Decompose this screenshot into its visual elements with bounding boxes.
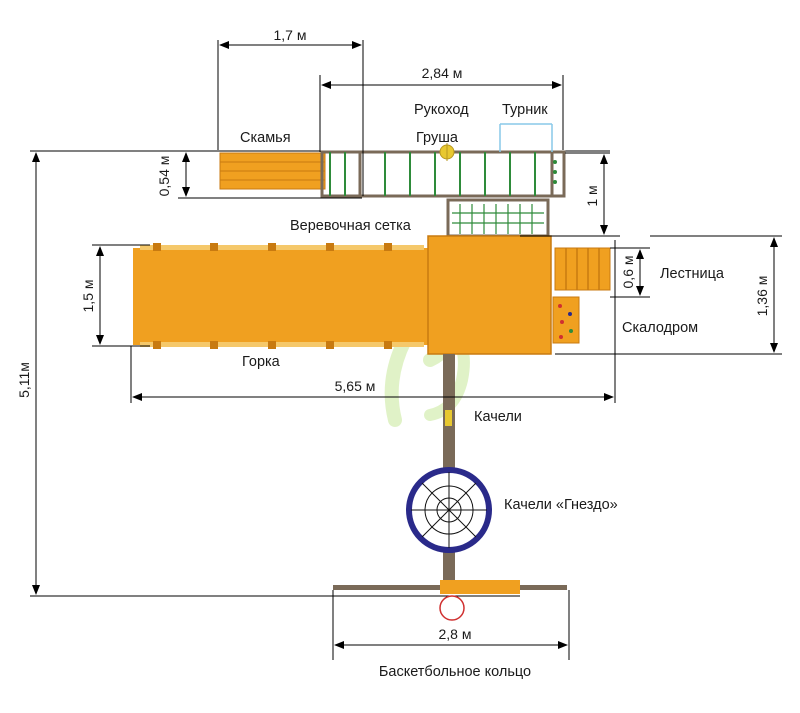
label-punching-bag: Груша	[416, 130, 459, 146]
dim-hoop-width-label: 2,8 м	[439, 626, 472, 642]
dim-bench-width-label: 1,7 м	[274, 27, 307, 43]
dim-top-width: 2,84 м	[319, 65, 564, 152]
basketball-hoop	[333, 580, 567, 621]
slide	[133, 243, 430, 349]
dim-bench-depth: 0,54 м	[156, 152, 362, 199]
main-platform	[427, 235, 552, 355]
pullup-bar	[499, 123, 553, 152]
label-nest-swing: Качели «Гнездо»	[504, 497, 618, 513]
climbing-wall	[552, 296, 580, 344]
dim-ladder-width-label: 0,6 м	[620, 256, 636, 289]
label-basketball-hoop: Баскетбольное кольцо	[379, 664, 531, 680]
monkey-bars	[320, 150, 566, 198]
punching-bag	[439, 143, 455, 161]
dim-ladder-width: 0,6 м	[610, 247, 650, 298]
dim-hoop-width: 2,8 м	[332, 590, 570, 660]
dim-top-width-label: 2,84 м	[422, 65, 463, 81]
dim-gap-depth: 1 м	[520, 152, 620, 237]
label-climbing-wall: Скалодром	[622, 320, 698, 336]
ladder	[554, 247, 611, 291]
dim-total-length-label: 5,65 м	[335, 378, 376, 394]
dim-total-height: 5,11м	[16, 152, 40, 595]
nest-swing	[406, 467, 492, 553]
label-ladder: Лестница	[660, 266, 725, 282]
dim-bench-width: 1,7 м	[217, 27, 364, 196]
label-bench: Скамья	[240, 130, 291, 146]
dim-bench-depth-label: 0,54 м	[156, 156, 172, 197]
dim-gap-depth-label: 1 м	[584, 185, 600, 206]
label-rope-net: Веревочная сетка	[290, 218, 412, 234]
label-monkey-bars: Рукоход	[414, 102, 469, 118]
dim-platform-depth-label: 1,36 м	[754, 276, 770, 317]
dim-platform-depth: 1,36 м	[555, 235, 782, 355]
label-slide: Горка	[242, 354, 281, 370]
bench	[219, 152, 326, 190]
dim-slide-width-label: 1,5 м	[80, 280, 96, 313]
label-swings: Качели	[474, 409, 522, 425]
dim-slide-width: 1,5 м	[80, 244, 150, 347]
rope-net	[446, 198, 550, 238]
dim-total-height-label: 5,11м	[16, 362, 32, 398]
label-pullup-bar: Турник	[502, 102, 548, 118]
dim-total-length: 5,65 м	[130, 240, 616, 403]
